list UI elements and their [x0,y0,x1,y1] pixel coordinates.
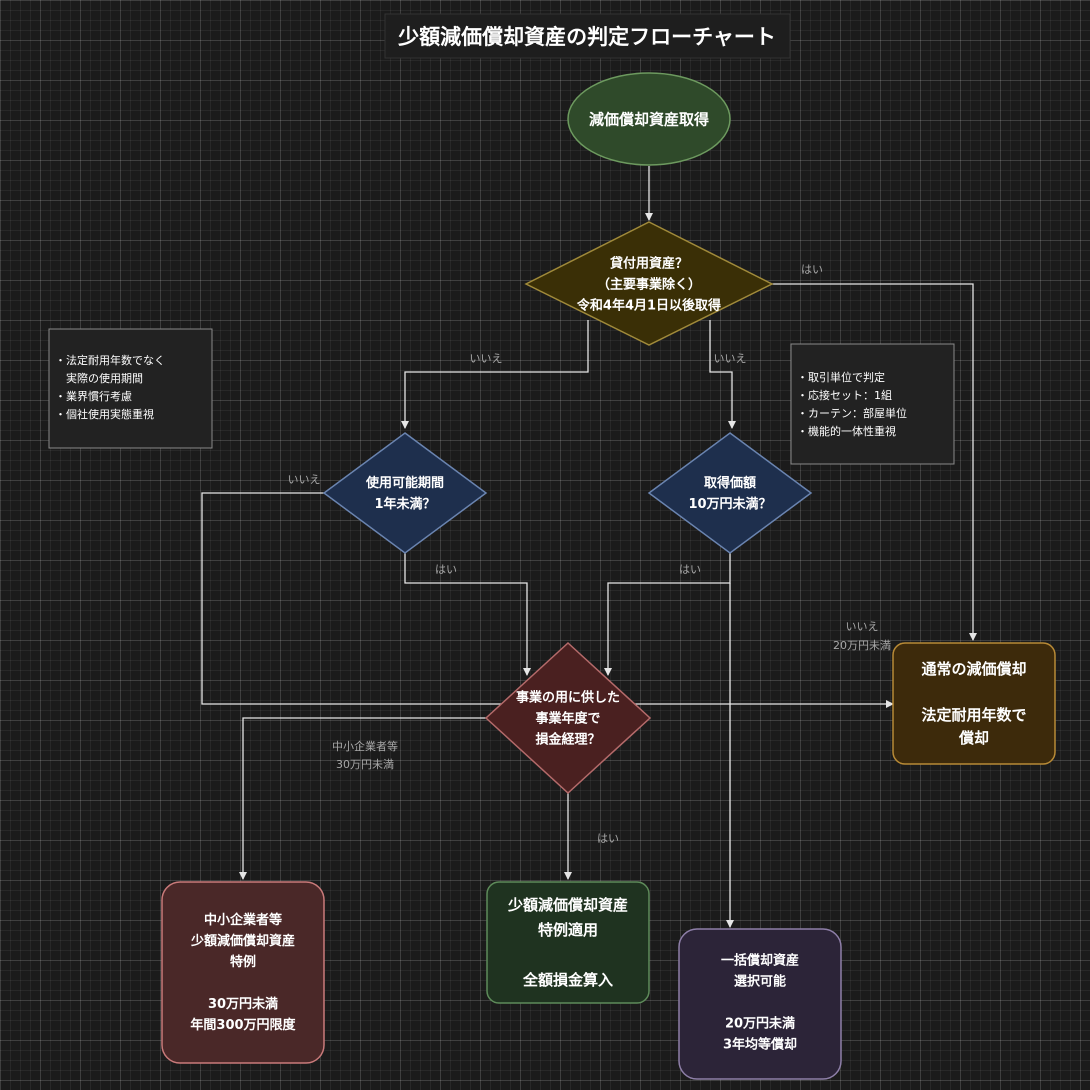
q-business-label-line: 事業の用に供した [516,690,620,706]
edge-business-sme [239,717,500,880]
edge-label-price-yes: はい [679,563,701,576]
note-right: ・取引単位で判定 ・応接セット：1組 ・カーテン：部屋単位 ・機能的一体性重視 [790,343,955,465]
edge-lease-no-right [709,320,736,429]
note-right-line: ・カーテン：部屋単位 [797,406,907,420]
edge-label-lease-no-right: いいえ [714,352,747,365]
sme-label-line: 中小企業者等 [204,912,282,928]
edge-labels: はい いいえ いいえ いいえ はい はい いいえ 20万円未満 中小企業者等 3… [288,263,892,845]
q-business-label-line: 事業年度で [535,711,600,727]
normal-label-line: 通常の減価償却 [921,660,1026,678]
note-right-line: ・取引単位で判定 [797,370,885,384]
sme-label-line: 年間300万円限度 [190,1017,296,1033]
normal-label-line: 償却 [958,729,989,747]
note-left-line: ・業界慣行考慮 [55,389,132,403]
edge-label-price-no-1: いいえ [846,620,879,633]
start-label-line: 減価償却資産取得 [589,110,709,128]
edge-period-yes [404,552,531,676]
decision-lease-asset[interactable]: 貸付用資産？ （主要事業除く） 令和4年4月1日以後取得 [524,221,774,346]
q-lease-label-line: 令和4年4月1日以後取得 [577,298,721,314]
sme-label-line: 30万円未満 [208,996,278,1012]
special-label-line: 少額減価償却資産 [507,896,628,914]
sme-label-line: 少額減価償却資産 [190,933,295,949]
q-period-label-line: 1年未満？ [374,496,435,512]
lump-label-line: 20万円未満 [725,1016,795,1032]
note-left: ・法定耐用年数でなく 実際の使用期間 ・業界慣行考慮 ・個社使用実態重視 [48,328,213,449]
edge-lease-yes [772,283,977,641]
lump-label-line: 一括償却資産 [721,953,799,969]
q-lease-label-line: （主要事業除く） [597,277,701,293]
decision-acquisition-price[interactable]: 取得価額 10万円未満？ [647,432,813,554]
edge-label-business-sme-1: 中小企業者等 [332,739,398,753]
sme-label-line: 特例 [230,954,256,970]
q-price-label-line: 10万円未満？ [688,496,771,512]
normal-label-line: 法定耐用年数で [921,706,1026,724]
page-title: 少額減価償却資産の判定フローチャート [397,25,776,49]
note-left-line: ・個社使用実態重視 [55,407,154,421]
edge-label-lease-yes: はい [801,263,823,276]
edge-label-business-yes: はい [597,832,619,845]
q-lease-label-line: 貸付用資産？ [610,256,688,272]
decision-usable-period[interactable]: 使用可能期間 1年未満？ [322,432,488,554]
lump-label-line: 選択可能 [734,974,786,990]
edge-lease-no-left [401,320,589,429]
special-label-line: 特例適用 [538,921,598,939]
q-business-label-line: 損金経理？ [535,732,600,748]
title-box: 少額減価償却資産の判定フローチャート [384,13,791,59]
q-price-label-line: 取得価額 [704,475,756,491]
edge-label-period-no: いいえ [288,473,321,486]
edge-label-business-sme-2: 30万円未満 [336,758,394,771]
note-left-line: ・法定耐用年数でなく [55,353,165,367]
q-period-label-line: 使用可能期間 [365,475,444,491]
edge-label-lease-no-left: いいえ [470,352,503,365]
note-right-line: ・機能的一体性重視 [797,424,896,438]
note-left-line: 実際の使用期間 [55,371,143,385]
edges [201,166,977,928]
edge-label-price-no-2: 20万円未満 [833,639,891,652]
edge-price-yes [604,552,731,676]
lump-label-line: 3年均等償却 [723,1037,797,1053]
edge-label-period-yes: はい [435,563,457,576]
start-node[interactable]: 減価償却資産取得 [567,72,731,166]
note-right-line: ・応接セット：1組 [797,388,892,402]
special-label-line: 全額損金算入 [522,971,613,989]
